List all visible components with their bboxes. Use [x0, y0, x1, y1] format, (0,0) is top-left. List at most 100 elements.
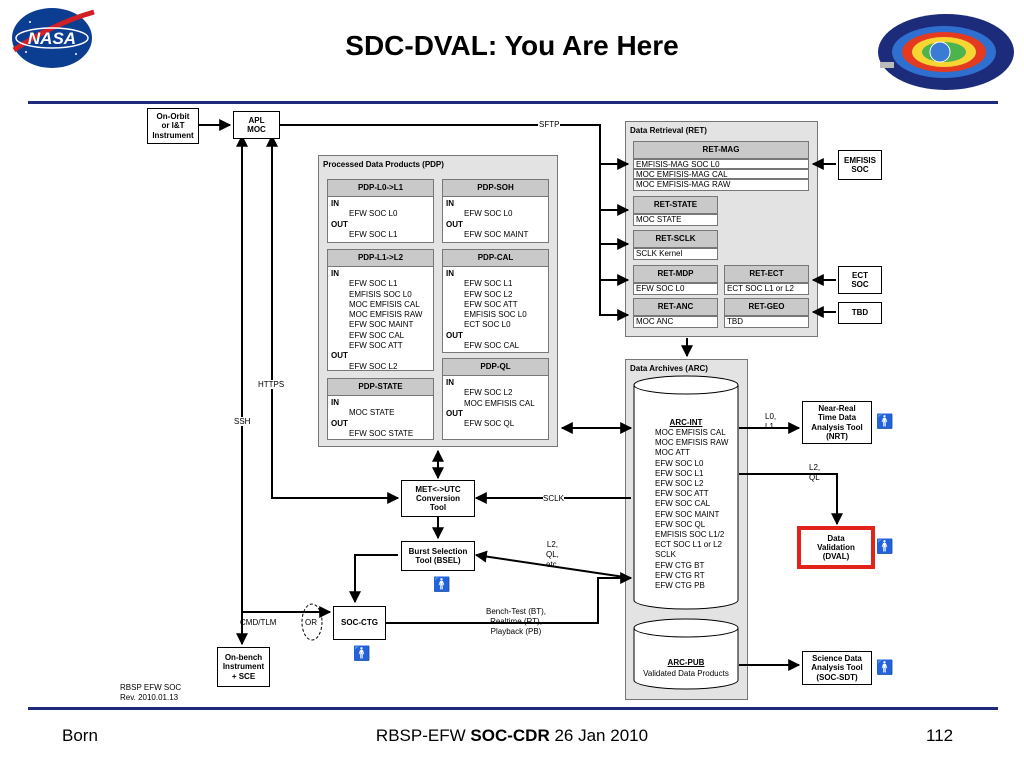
- pdp-input-item: EFW SOC L2: [464, 388, 513, 398]
- sftp-label: SFTP: [538, 120, 561, 129]
- svg-text:NASA: NASA: [28, 29, 76, 48]
- pdp-input-item: EFW SOC L0: [464, 209, 513, 219]
- sclk-label: SCLK: [543, 494, 564, 503]
- ret-mag-row: EMFISIS-MAG SOC L0: [633, 159, 809, 169]
- pdp-input-item: EFW SOC L2: [464, 289, 513, 299]
- pdp-input-item: EFW SOC L1: [464, 279, 513, 289]
- ret-mdp-row: EFW SOC L0: [633, 283, 718, 295]
- top-rule: [28, 101, 998, 104]
- arc-int-item: EFW SOC QL: [655, 519, 706, 529]
- l0-l1-label: L0,L1: [765, 412, 777, 431]
- pdp-card-title: PDP-CAL: [443, 250, 548, 267]
- arc-int-item: EFW SOC L2: [655, 479, 704, 489]
- ret-geo-header: RET-GEO: [724, 298, 809, 316]
- dval-person-icon: 🚹: [876, 538, 894, 554]
- ret-anc-header: RET-ANC: [633, 298, 718, 316]
- arc-int-item: EFW SOC L0: [655, 458, 704, 468]
- bsel-person-icon: 🚹: [433, 576, 451, 592]
- arc-int-item: ECT SOC L1 or L2: [655, 540, 722, 550]
- nrt-person-icon: 🚹: [876, 413, 894, 429]
- pdp-card-title: PDP-QL: [443, 359, 548, 376]
- soc-ctg-person-icon: 🚹: [353, 645, 371, 661]
- arc-int-item: EFW SOC CAL: [655, 499, 711, 509]
- cmd-tlm-label: CMD/TLM: [240, 618, 277, 627]
- ret-mag-row: MOC EMFISIS-MAG RAW: [633, 179, 809, 191]
- arc-int-item: EFW CTG RT: [655, 570, 705, 580]
- arc-int-item: EMFISIS SOC L1/2: [655, 530, 725, 540]
- pdp-input-item: EFW SOC ATT: [464, 299, 518, 309]
- l2-ql-label: L2,QL: [809, 463, 821, 482]
- ssh-label: SSH: [234, 417, 251, 426]
- ret-anc-row: MOC ANC: [633, 316, 718, 328]
- ret-geo-row: TBD: [724, 316, 809, 328]
- ret-ect-header: RET-ECT: [724, 265, 809, 283]
- pdp-output-item: EFW SOC MAINT: [464, 229, 529, 239]
- pdp-out-label: OUT: [446, 219, 463, 229]
- pdp-input-item: EMFISIS SOC L0: [464, 310, 527, 320]
- ret-mdp-header: RET-MDP: [633, 265, 718, 283]
- pdp-card-title: PDP-SOH: [443, 180, 548, 197]
- arc-int-item: SCLK: [655, 550, 676, 560]
- pdp-out-label: OUT: [446, 408, 463, 418]
- pdp-in-label: IN: [446, 378, 454, 387]
- https-label: HTTPS: [258, 380, 285, 389]
- ret-state-header: RET-STATE: [633, 196, 718, 214]
- ret-panel-title: Data Retrieval (RET): [630, 126, 707, 135]
- pdp-input-item: MOC EMFISIS CAL: [464, 398, 535, 408]
- arc-int-item: EFW CTG BT: [655, 560, 705, 570]
- arc-int-item: EFW SOC MAINT: [655, 509, 720, 519]
- arc-pub-desc: Validated Data Products: [643, 669, 729, 678]
- pdp-output-item: EFW SOC QL: [464, 419, 515, 429]
- bottom-rule: [28, 707, 998, 710]
- ret-state-row: MOC STATE: [633, 214, 718, 226]
- arc-int-item: EFW CTG PB: [655, 581, 705, 591]
- footer-page-number: 112: [926, 726, 954, 745]
- pdp-input-item: ECT SOC L0: [464, 320, 511, 330]
- arc-int-item: MOC EMFISIS CAL: [655, 428, 726, 437]
- rbsp-mission-logo: [874, 12, 1018, 92]
- arc-int-name: ARC-INT: [669, 418, 703, 427]
- bench-label: Bench-Test (BT),Realtime (RT),Playback (…: [486, 607, 547, 636]
- sdt-person-icon: 🚹: [876, 659, 894, 675]
- arc-panel-title: Data Archives (ARC): [630, 364, 708, 373]
- ret-mag-header: RET-MAG: [633, 141, 809, 159]
- arc-int-item: EFW SOC L1: [655, 468, 704, 478]
- soc-ctg-box: SOC-CTG: [333, 606, 386, 640]
- arc-pub-name: ARC-PUB: [667, 658, 705, 667]
- pdp-in-label: IN: [446, 199, 454, 208]
- slide-title: SDC-DVAL: You Are Here: [345, 30, 679, 61]
- footer-center: RBSP-EFW SOC-CDR 26 Jan 2010: [375, 726, 649, 745]
- ret-sclk-header: RET-SCLK: [633, 230, 718, 248]
- arc-int-item: MOC EMFISIS RAW: [655, 438, 729, 448]
- ret-ect-row: ECT SOC L1 or L2: [724, 283, 809, 295]
- pdp-output-item: EFW SOC CAL: [464, 341, 520, 351]
- ret-sclk-row: SCLK Kernel: [633, 248, 718, 260]
- pdp-out-label: OUT: [446, 330, 463, 340]
- arc-int-item: MOC ATT: [655, 448, 690, 458]
- nasa-logo: NASA: [6, 4, 96, 70]
- tbd-box: TBD: [838, 302, 882, 324]
